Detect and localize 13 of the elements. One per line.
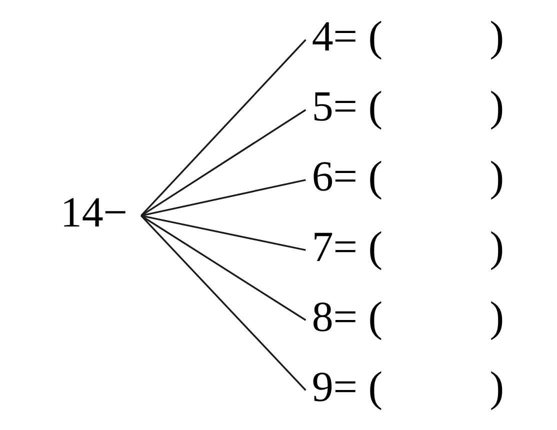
node-text: 8= ( ): [312, 294, 504, 341]
connector: [140, 109, 306, 216]
node-text: 14−: [60, 189, 128, 236]
node-text: 9= ( ): [312, 364, 504, 411]
node-text: 6= ( ): [312, 154, 504, 201]
connector: [140, 179, 306, 217]
connector: [140, 214, 306, 251]
node-text: 7= ( ): [312, 224, 504, 271]
connector: [140, 215, 306, 321]
node-text: 4= ( ): [312, 13, 504, 60]
connector: [140, 39, 306, 216]
connector: [140, 215, 306, 391]
node-text: 5= ( ): [312, 84, 504, 131]
